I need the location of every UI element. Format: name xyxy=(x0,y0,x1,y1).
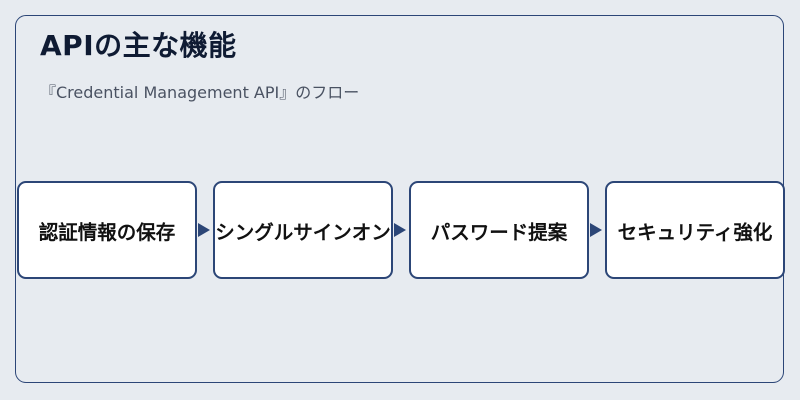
step-label: 認証情報の保存 xyxy=(38,220,176,244)
page-title: APIの主な機能 xyxy=(40,29,237,62)
step-save-credentials: 認証情報の保存 xyxy=(17,181,197,279)
arrow-right-icon xyxy=(394,223,406,237)
page-subtitle: 『Credential Management API』のフロー xyxy=(40,83,360,102)
arrow-right-icon xyxy=(198,223,210,237)
step-password-suggestion: パスワード提案 xyxy=(409,181,589,279)
step-security-enhancement: セキュリティ強化 xyxy=(605,181,785,279)
step-label: シングルサインオン xyxy=(215,220,391,244)
step-single-sign-on: シングルサインオン xyxy=(213,181,393,279)
step-label: パスワード提案 xyxy=(430,220,568,244)
step-label: セキュリティ強化 xyxy=(617,220,773,244)
arrow-right-icon xyxy=(590,223,602,237)
